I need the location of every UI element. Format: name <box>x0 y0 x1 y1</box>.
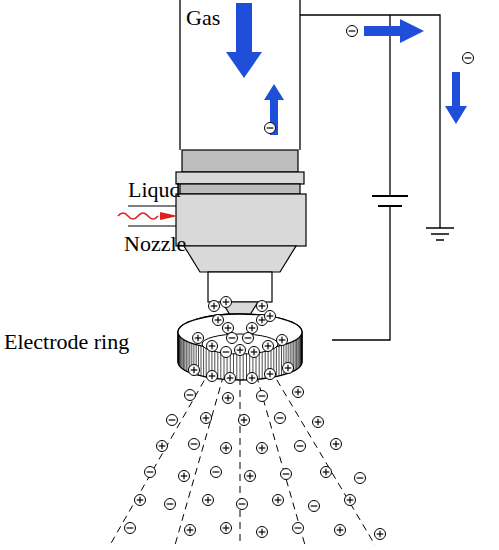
wire <box>300 15 440 340</box>
gas-pipe <box>180 0 300 150</box>
charge-symbols <box>125 26 474 540</box>
electrode-ring <box>178 314 302 380</box>
electrode-ring-label: Electrode ring <box>4 330 129 354</box>
liquid-flow <box>118 213 158 219</box>
nozzle-label: Nozzle <box>124 232 186 256</box>
flow-arrows <box>226 3 467 135</box>
ground-symbol <box>426 228 454 240</box>
spray-cone <box>110 318 375 545</box>
liquid-arrowhead <box>160 212 178 220</box>
liquid-label: Liqud <box>128 178 181 202</box>
gas-label: Gas <box>186 6 220 30</box>
nozzle-body <box>176 150 306 318</box>
